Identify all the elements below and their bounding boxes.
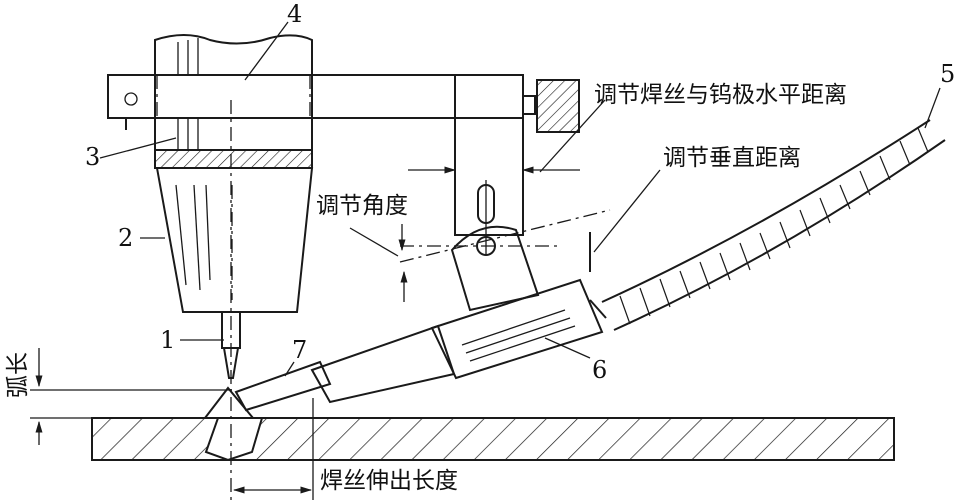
weld-pool	[204, 386, 254, 419]
callout-7: 7	[292, 336, 307, 364]
horizontal-distance-arrows	[408, 99, 606, 174]
wire-feed-nozzle	[234, 324, 456, 412]
label-horizontal-distance: 调节焊丝与钨极水平距离	[594, 82, 847, 108]
callout-2: 2	[118, 224, 133, 252]
knurled-ring	[154, 149, 313, 169]
label-wire-extension: 焊丝伸出长度	[320, 468, 458, 494]
label-angle: 调节角度	[316, 193, 408, 219]
workpiece-plate	[91, 417, 895, 462]
wire-feed-body	[430, 278, 607, 380]
label-arc-length: 弧长	[5, 352, 31, 398]
angle-bracket	[450, 180, 540, 312]
callout-1: 1	[160, 326, 175, 354]
callout-5: 5	[940, 60, 955, 88]
vertical-distance-marker	[399, 169, 661, 272]
callout-4: 4	[287, 0, 302, 28]
leader-lines	[99, 21, 941, 377]
torch-top-cylinder	[154, 34, 313, 169]
tungsten-electrode	[221, 100, 241, 500]
wire-conduit	[601, 119, 946, 331]
angle-arrows	[349, 224, 408, 302]
callout-6: 6	[592, 356, 607, 384]
arc-length-dimension	[30, 348, 232, 445]
support-arm	[107, 74, 580, 236]
label-vertical-distance: 调节垂直距离	[663, 145, 801, 171]
callout-3: 3	[85, 143, 100, 171]
torch-body	[155, 167, 314, 313]
